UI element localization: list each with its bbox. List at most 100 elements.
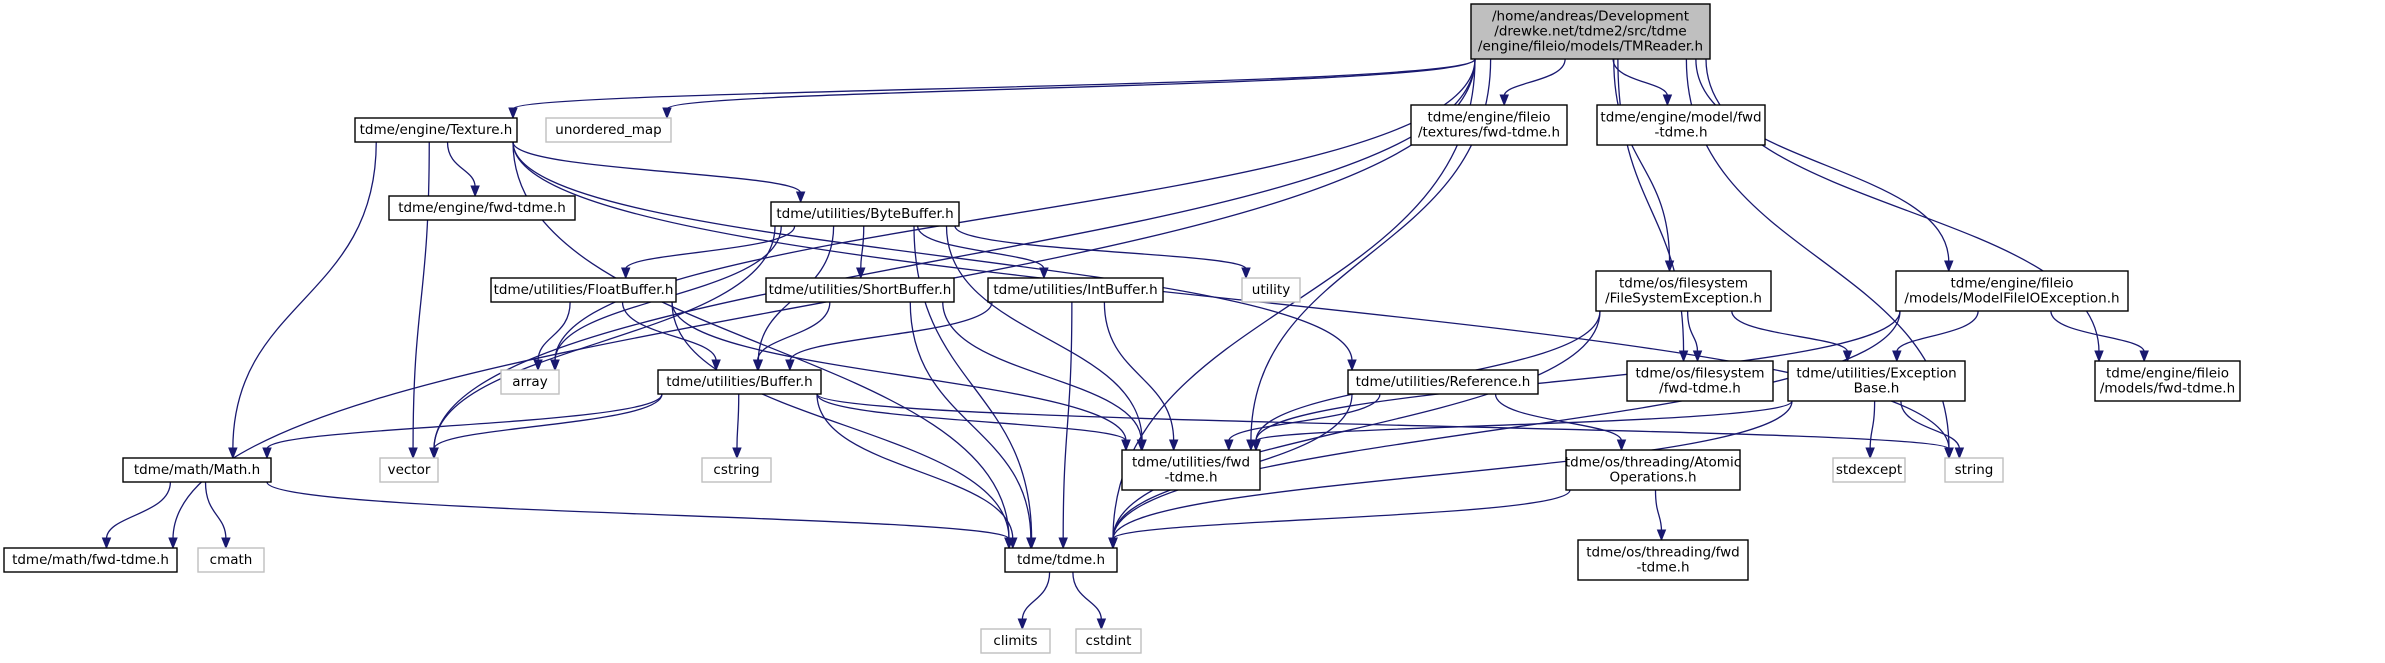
node-tex_fwd[interactable]: tdme/engine/fileio/textures/fwd-tdme.h — [1410, 104, 1568, 146]
node-fs_fwd[interactable]: tdme/os/filesystem/fwd-tdme.h — [1626, 360, 1774, 402]
edge-arrowhead — [1944, 260, 1954, 273]
node-bytebuffer[interactable]: tdme/utilities/ByteBuffer.h — [770, 201, 960, 227]
node-label-line: tdme/engine/fileio — [1427, 110, 1550, 126]
node-box — [1944, 457, 2004, 483]
edge-arrowhead — [1892, 350, 1902, 363]
edge-line — [512, 58, 1476, 110]
node-model_fwd[interactable]: tdme/engine/model/fwd-tdme.h — [1596, 104, 1766, 146]
node-label-line: utility — [1252, 282, 1290, 298]
edge-arrowhead — [752, 359, 763, 372]
edge-line — [816, 393, 1127, 442]
edge-arrowhead — [470, 185, 480, 198]
node-box — [1595, 270, 1772, 312]
node-texture[interactable]: tdme/engine/Texture.h — [354, 117, 518, 143]
node-vector: vector — [379, 457, 439, 483]
edge-arrowhead — [508, 107, 518, 120]
node-intbuffer[interactable]: tdme/utilities/IntBuffer.h — [987, 277, 1164, 303]
edge-line — [1072, 571, 1103, 621]
edge-line — [1021, 571, 1051, 621]
node-label-line: tdme/engine/model/fwd — [1600, 110, 1761, 126]
node-math[interactable]: tdme/math/Math.h — [122, 457, 272, 483]
edge-line — [1494, 393, 1623, 442]
node-threading_fwd[interactable]: tdme/os/threading/fwd-tdme.h — [1577, 539, 1749, 581]
node-label-line: tdme/engine/fileio — [2106, 366, 2229, 382]
edge-root-to-model_fwd — [1612, 58, 1673, 107]
edge-line — [816, 393, 1014, 540]
node-label-line: tdme/utilities/Buffer.h — [666, 374, 812, 390]
node-box — [197, 547, 265, 573]
node-box — [657, 369, 822, 395]
node-label-line: tdme/tdme.h — [1017, 552, 1105, 568]
edge-arrowhead — [1944, 447, 1954, 460]
edge-arrowhead — [785, 359, 795, 372]
node-label-line: tdme/os/threading/Atomic — [1565, 455, 1741, 471]
node-floatbuffer[interactable]: tdme/utilities/FloatBuffer.h — [490, 277, 677, 303]
edge-line — [1731, 310, 1849, 353]
edge-math-to-math_fwd — [101, 481, 172, 550]
edge-line — [1112, 489, 1571, 540]
edge-fsexc-to-excbase — [1731, 310, 1853, 363]
node-reference[interactable]: tdme/utilities/Reference.h — [1347, 369, 1539, 395]
edge-arrowhead — [1692, 350, 1703, 363]
node-box — [1347, 369, 1539, 395]
node-label-line: Operations.h — [1609, 470, 1696, 486]
node-buffer[interactable]: tdme/utilities/Buffer.h — [657, 369, 822, 395]
node-box — [1410, 104, 1568, 146]
node-label-line: vector — [388, 462, 431, 478]
node-shortbuffer[interactable]: tdme/utilities/ShortBuffer.h — [765, 277, 955, 303]
edge-arrowhead — [1347, 359, 1357, 372]
edge-arrowhead — [1039, 267, 1049, 280]
node-engine_fwd[interactable]: tdme/engine/fwd-tdme.h — [388, 195, 576, 221]
edge-line — [1896, 310, 1979, 353]
node-string: string — [1944, 457, 2004, 483]
node-box — [1004, 547, 1118, 573]
node-box — [765, 277, 955, 303]
edge-arrowhead — [1954, 447, 1965, 460]
dependency-nodes: /home/andreas/Development/drewke.net/tdm… — [3, 3, 2241, 654]
edge-line — [736, 393, 740, 450]
edge-arrowhead — [168, 537, 178, 550]
node-label-line: -tdme.h — [1636, 560, 1689, 576]
edge-arrowhead — [1678, 350, 1689, 363]
node-label-line: /home/andreas/Development — [1492, 9, 1689, 25]
node-math_fwd[interactable]: tdme/math/fwd-tdme.h — [3, 547, 178, 573]
edge-buffer-to-math — [262, 393, 663, 460]
edge-line — [1613, 58, 1671, 263]
edge-line — [1112, 310, 1601, 540]
edge-reference-to-atomic — [1494, 393, 1627, 452]
edge-bytebuffer-to-intbuffer — [916, 225, 1049, 280]
edge-arrowhead — [795, 191, 806, 204]
edge-line — [621, 301, 717, 362]
node-box — [770, 201, 960, 227]
edge-line — [1255, 310, 1901, 442]
node-util_fwd[interactable]: tdme/utilities/fwd-tdme.h — [1121, 449, 1261, 491]
node-label-line: tdme/utilities/Exception — [1796, 366, 1956, 382]
edge-line — [916, 225, 1045, 270]
edge-intbuffer-to-buffer — [785, 301, 993, 372]
node-tdme[interactable]: tdme/tdme.h — [1004, 547, 1118, 573]
edge-arrowhead — [408, 447, 418, 460]
node-root[interactable]: /home/andreas/Development/drewke.net/tdm… — [1470, 3, 1711, 60]
dependency-edges — [101, 58, 2149, 631]
node-models_fwd[interactable]: tdme/engine/fileio/models/fwd-tdme.h — [2094, 360, 2241, 402]
node-label-line: /fwd-tdme.h — [1659, 381, 1741, 397]
node-box — [490, 277, 677, 303]
edge-line — [1112, 400, 1793, 540]
edge-line — [266, 481, 1010, 540]
node-modelexc[interactable]: tdme/engine/fileio/models/ModelFileIOExc… — [1895, 270, 2129, 312]
edge-buffer-to-vector — [429, 393, 663, 460]
node-box — [1075, 628, 1142, 654]
node-fsexc[interactable]: tdme/os/filesystem/FileSystemException.h — [1595, 270, 1772, 312]
edge-arrowhead — [1656, 529, 1667, 542]
edge-line — [666, 58, 1476, 110]
edge-line — [671, 301, 1010, 540]
node-label-line: cstdint — [1086, 633, 1132, 649]
edge-line — [756, 301, 831, 362]
node-label-line: tdme/os/filesystem — [1619, 276, 1748, 292]
edge-line — [954, 225, 1247, 270]
edge-texture-to-math — [228, 141, 377, 460]
edge-arrowhead — [1058, 537, 1068, 550]
edge-buffer-to-string — [816, 393, 1954, 460]
